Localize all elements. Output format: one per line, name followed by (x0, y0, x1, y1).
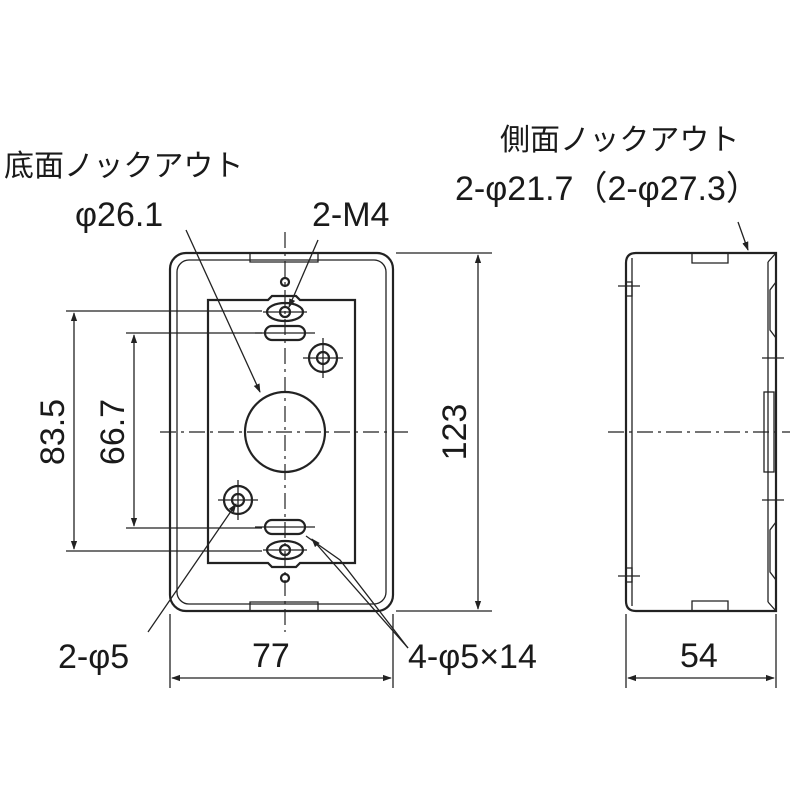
mounting-hole-upper-right (303, 338, 343, 378)
leader-knockout (185, 229, 261, 393)
leader-slot-lower (311, 538, 409, 649)
bottom-small-hole (279, 572, 291, 584)
bottom-slot (255, 518, 315, 536)
side-box-corner-lines (767, 252, 777, 612)
side-left-tab-lower (626, 567, 633, 583)
bottom-knockout-diameter: φ26.1 (75, 196, 163, 234)
side-view: 側面ノックアウト 2-φ21.7（2-φ27.3） 54 (455, 123, 790, 688)
side-knockout-lower (769, 521, 777, 581)
bottom-knockout-title: 底面ノックアウト (4, 149, 243, 184)
side-top-lug (691, 253, 729, 264)
side-knockout-title: 側面ノックアウト (500, 123, 739, 158)
screw-label: 2-M4 (312, 196, 389, 234)
side-knockout-sizes: 2-φ21.7（2-φ27.3） (455, 170, 760, 208)
top-screw-hole (263, 301, 307, 323)
leader-side-knockout (737, 221, 749, 251)
top-flange (249, 253, 319, 263)
front-view: 底面ノックアウト φ26.1 2-M4 2-φ5 4-φ5×14 77 83.5… (4, 149, 537, 688)
side-box-outline (624, 251, 778, 613)
leader-screw (288, 239, 319, 308)
bottom-flange (249, 601, 319, 611)
top-slot (255, 324, 315, 342)
side-knockout-upper (769, 281, 777, 339)
bottom-screw-hole (263, 539, 307, 561)
depth-label: 54 (680, 637, 718, 675)
side-left-tab-upper (626, 281, 633, 297)
mounting-plate (206, 294, 357, 569)
slot-pitch-label: 66.7 (94, 399, 132, 465)
bottom-knockout-hole (243, 390, 327, 474)
side-bottom-lug (691, 600, 729, 611)
mounting-hole-lower-left (218, 480, 258, 520)
hole-label: 2-φ5 (58, 638, 129, 676)
height-label: 123 (436, 404, 474, 461)
top-small-hole (279, 276, 291, 288)
leader-slot-branch (305, 535, 409, 649)
slot-label: 4-φ5×14 (408, 638, 537, 676)
leader-hole (147, 503, 237, 633)
width-label: 77 (252, 637, 290, 675)
screw-pitch-label: 83.5 (34, 399, 72, 465)
